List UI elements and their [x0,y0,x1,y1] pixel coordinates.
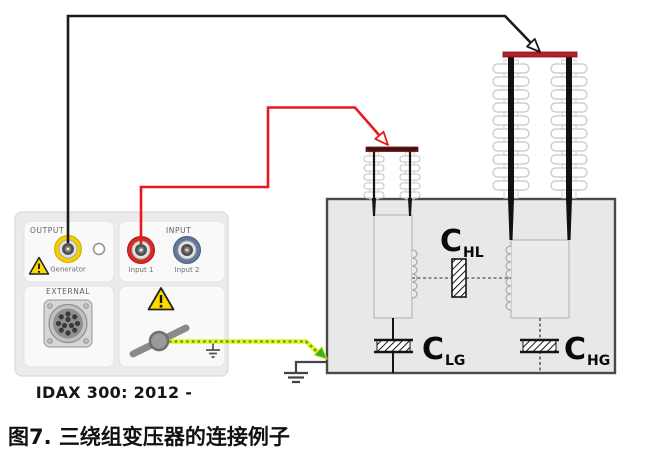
cap-hl-sub: HL [463,245,484,261]
input-label: INPUT [166,226,191,235]
output-led [92,242,106,256]
cap-hl-label: C [440,224,462,259]
input-cable [139,106,389,244]
lv-coil [411,249,418,299]
cap-lg-symbol [376,339,411,353]
external-label: EXTERNAL [46,287,90,296]
hv-bushing-right [550,56,588,240]
cap-hg-symbol [522,339,557,353]
input2-label: Input 2 [175,266,200,274]
hv-winding [505,239,570,319]
input1-connector [127,236,155,264]
ground-section [118,285,226,368]
cap-lg-label: C [422,332,444,367]
lv-bushing-right [399,150,421,216]
capacitance-lg: C LG [374,318,465,373]
diagram-canvas: C HL C LG C HG [14,14,617,402]
cap-lg-sub: LG [445,353,465,369]
cap-hl-symbol [451,258,467,298]
lv-bushings [363,146,421,216]
external-section: EXTERNAL [23,285,115,368]
external-connector-icon [43,299,93,348]
output-cable [66,14,541,243]
small-earth-icon [206,343,220,358]
input-section: INPUT Input 1 Input 2 [118,220,226,283]
cap-hg-sub: HG [587,353,610,369]
input2-connector [173,236,201,264]
hv-conductor-left [508,56,514,199]
capacitance-hg: C HG [520,318,610,373]
ground-link-arrowhead [313,345,328,360]
output-cable-arrowhead [526,38,541,53]
lv-winding [373,214,418,319]
lv-bushing-left [363,150,385,216]
output-section: OUTPUT Generator [23,220,115,283]
hv-bushings [492,51,588,240]
hv-conductor-right [566,56,572,199]
device-model-label: IDAX 300: 2012 - [36,383,192,402]
generator-label: Generator [50,266,86,274]
idax-device: OUTPUT Generator INPUT [14,211,229,402]
warning-icon [28,256,50,275]
ground-lever-icon [129,324,190,358]
hv-bushing-left [492,56,530,240]
input-cable-arrowhead [374,130,389,146]
input1-label: Input 1 [129,266,154,274]
output-label: OUTPUT [30,226,64,235]
tank-earth-symbol [284,360,327,384]
ground-link [169,339,328,360]
figure-caption: 图7. 三绕组变压器的连接例子 [8,425,290,449]
lv-shorting-bar [365,146,419,152]
warning-icon-large [147,287,175,311]
capacitance-hl: C HL [412,224,511,298]
cap-hg-label: C [564,332,586,367]
generator-connector [54,235,82,263]
